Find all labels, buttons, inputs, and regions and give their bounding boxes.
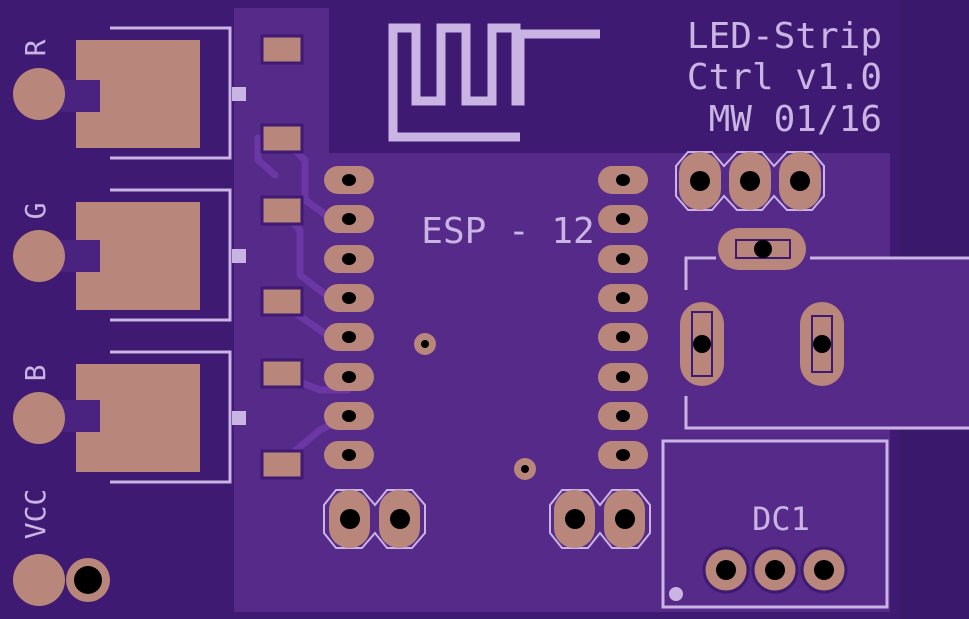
header-3pin (675, 151, 825, 211)
vias (414, 333, 536, 480)
mosfet-g (76, 188, 246, 322)
jumper-header-right (549, 489, 651, 549)
esp12-pins-left (324, 166, 374, 469)
esp12-pins-right (598, 166, 648, 469)
esp12-label: ESP - 12 (421, 211, 594, 252)
mosfet-b (76, 350, 246, 484)
board-title-line2: Ctrl v1.0 (687, 57, 882, 98)
terminal-label-g: G (19, 203, 52, 220)
switch-footprint (680, 228, 969, 430)
board-title-line3: MW 01/16 (709, 99, 882, 140)
jumper-header-left (323, 489, 426, 549)
terminal-pads (13, 68, 110, 606)
dc1-label: DC1 (752, 500, 810, 538)
terminal-label-r: R (19, 39, 52, 56)
board-title-line1: LED-Strip (687, 16, 882, 57)
antenna-icon (388, 23, 600, 142)
terminal-label-b: B (19, 365, 52, 382)
copper-pour-right (890, 258, 969, 430)
smd-pads-left (260, 34, 304, 480)
dc1-regulator (661, 439, 889, 609)
terminal-label-vcc: VCC (19, 489, 52, 540)
